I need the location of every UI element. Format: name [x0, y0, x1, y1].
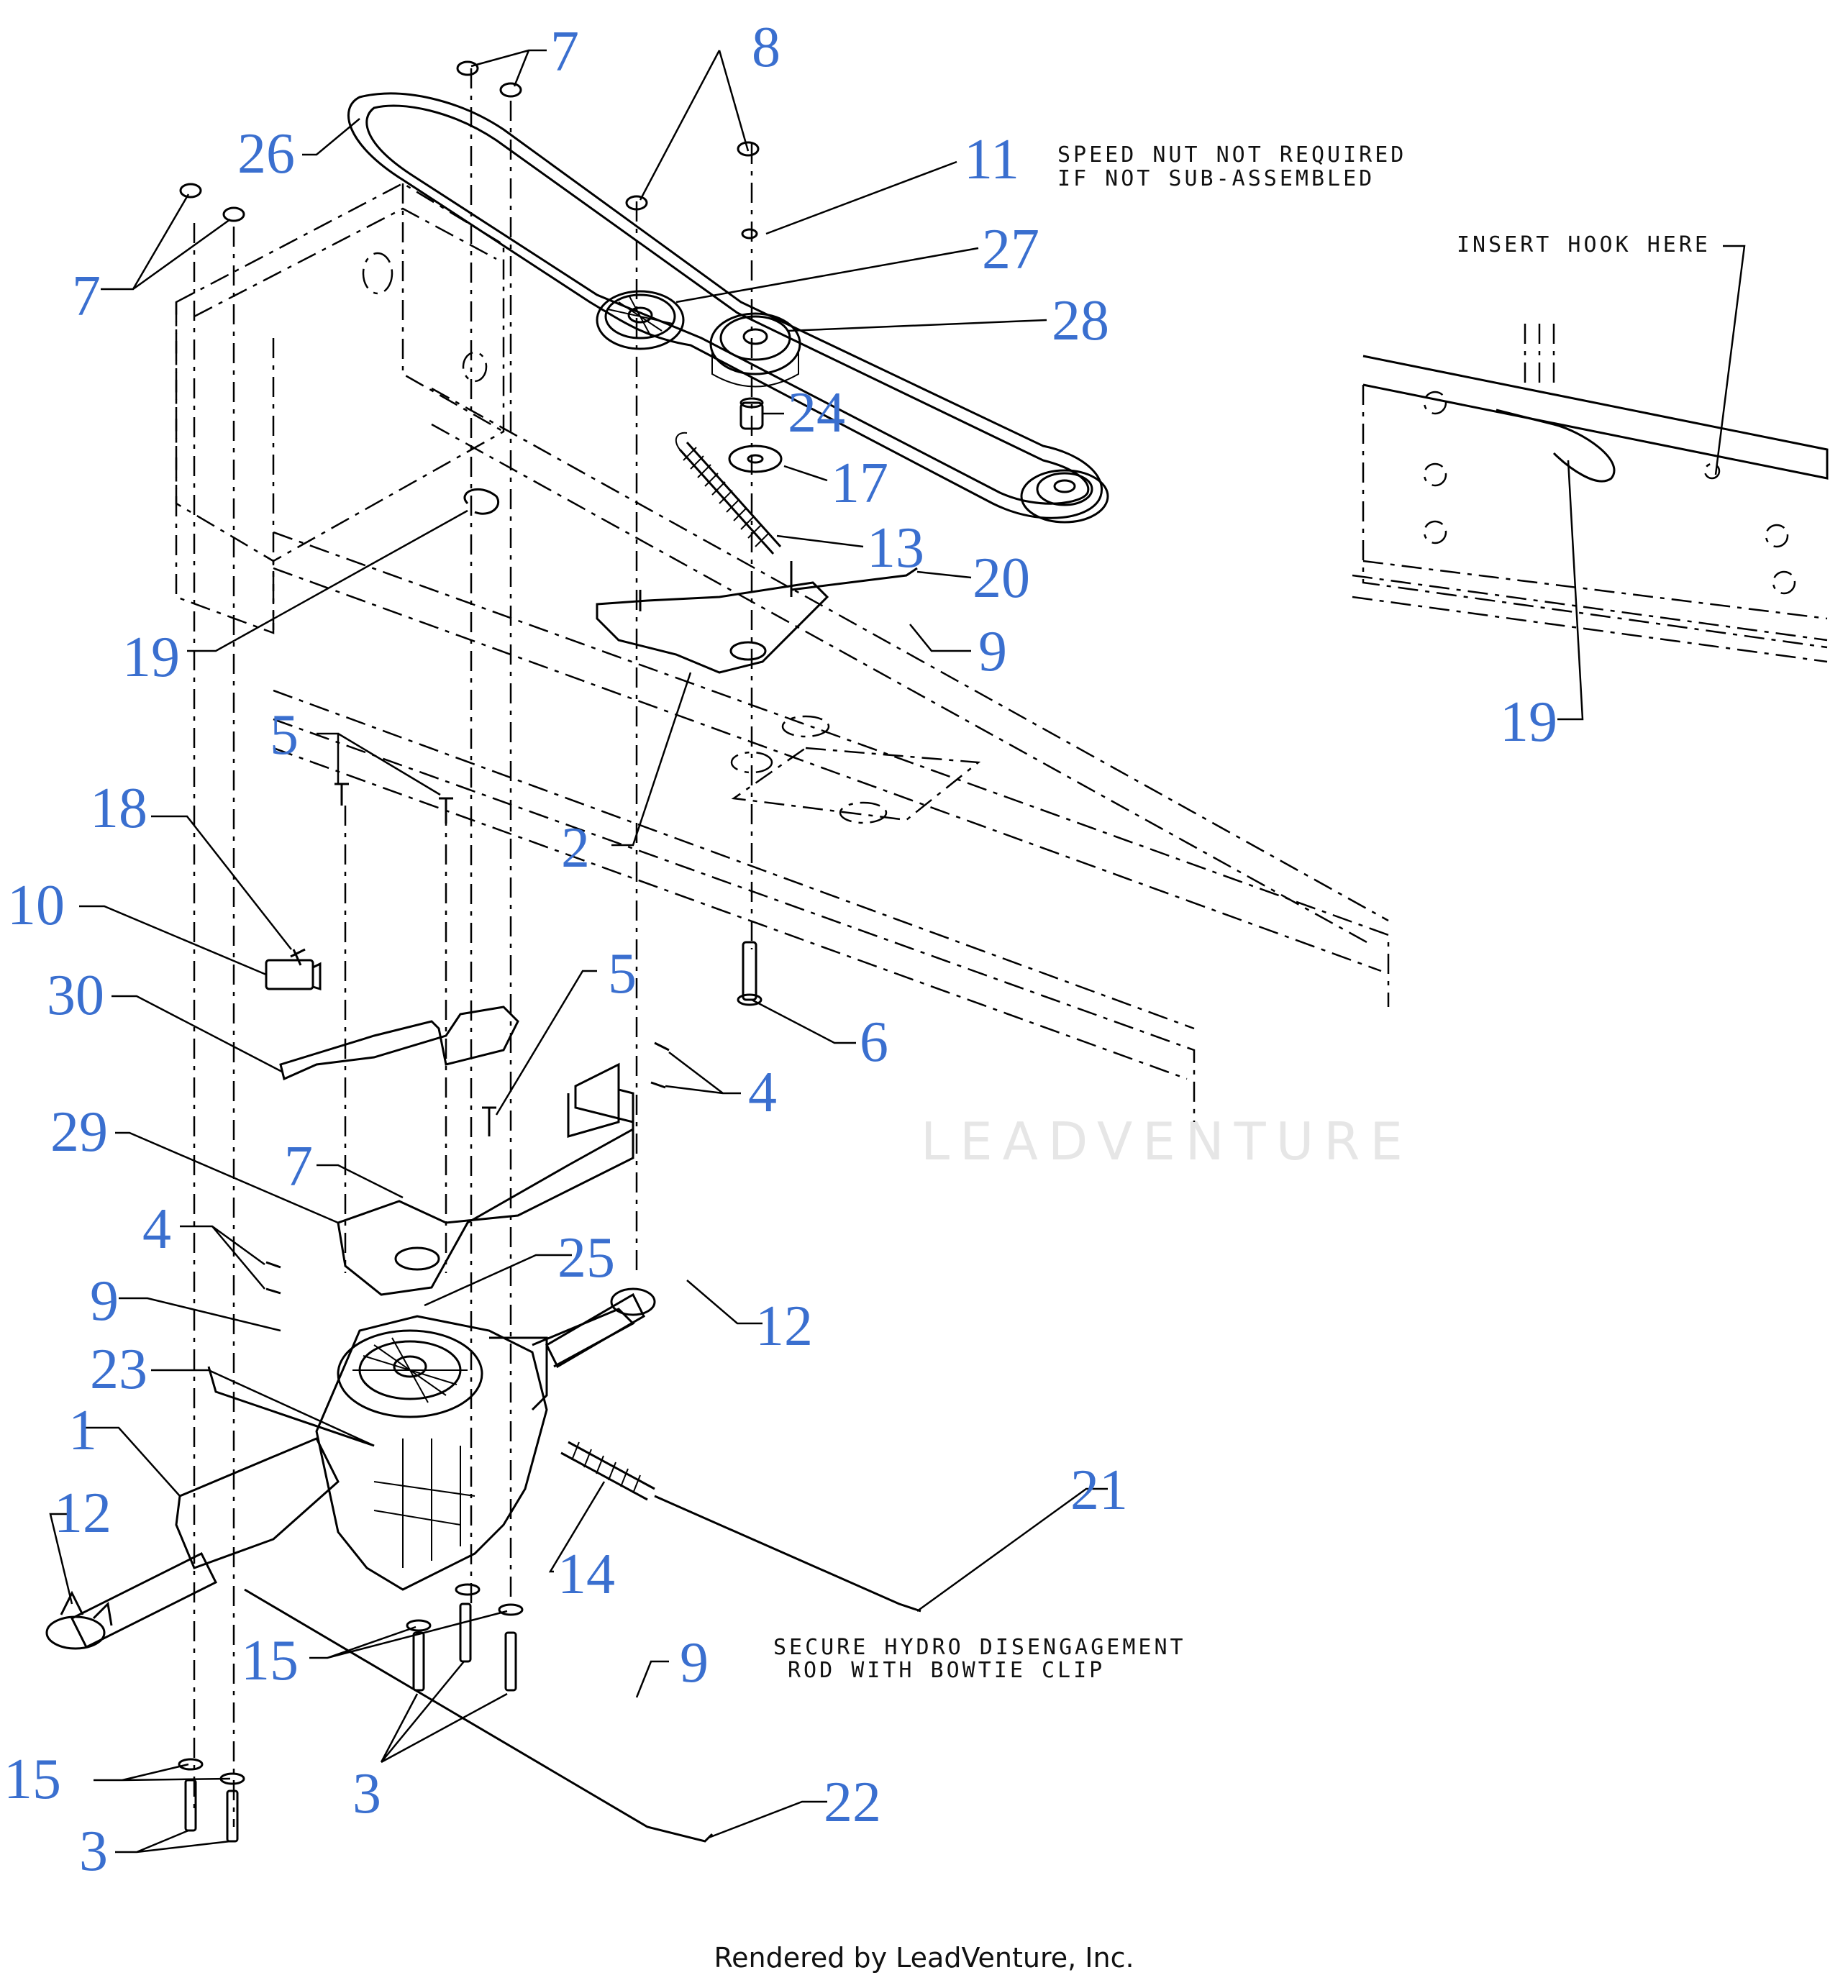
callout-6: 6: [860, 1011, 888, 1074]
footer-credit: Rendered by LeadVenture, Inc.: [714, 1942, 1134, 1974]
callout-29: 29: [50, 1100, 108, 1164]
callout-22: 22: [824, 1771, 881, 1834]
callout-15-left: 15: [4, 1748, 61, 1811]
callout-13: 13: [867, 516, 924, 580]
callout-12-right: 12: [755, 1295, 813, 1358]
inset-detail: [1352, 324, 1829, 663]
callout-4-right: 4: [748, 1061, 777, 1124]
callout-30: 30: [47, 964, 104, 1027]
callout-15-mid: 15: [241, 1629, 299, 1692]
drive-belt: [347, 92, 1103, 519]
bypass-rod: [244, 1588, 714, 1843]
transmission-bracket: [337, 1062, 634, 1296]
bolt-group-4: [265, 1041, 670, 1295]
frame-assembly: [273, 387, 1390, 1122]
switch: [265, 959, 322, 991]
right-axle: [545, 1292, 645, 1369]
note-insert-hook: INSERT HOOK HERE: [1457, 232, 1711, 257]
clevis-pin: [737, 941, 763, 1006]
callout-7-top: 7: [550, 20, 579, 83]
callout-4-left: 4: [142, 1198, 171, 1261]
idler-rod: [791, 567, 918, 591]
hex-nut-group: [179, 60, 760, 240]
callout-25: 25: [557, 1226, 615, 1290]
watermark-text: LEADVENTURE: [921, 1111, 1413, 1172]
return-spring: [560, 1441, 655, 1501]
callout-23: 23: [90, 1338, 147, 1401]
callout-3-left: 3: [79, 1820, 108, 1883]
transaxle: [175, 1287, 656, 1591]
callout-5-lower: 5: [608, 942, 637, 1006]
bolt-group: [334, 783, 496, 1136]
callout-5-upper: 5: [270, 703, 299, 767]
callout-2: 2: [561, 816, 590, 880]
callout-28: 28: [1052, 289, 1109, 352]
linkage-rod: [207, 1366, 375, 1447]
note-speed-nut-2: IF NOT SUB-ASSEMBLED: [1057, 166, 1375, 191]
disengagement-rod: [654, 1495, 921, 1613]
note-hydro-1: SECURE HYDRO DISENGAGEMENT: [773, 1635, 1186, 1660]
v-idler-pulley: [709, 312, 801, 388]
note-hydro-2: ROD WITH BOWTIE CLIP: [788, 1658, 1105, 1683]
hook-bracket: [463, 488, 500, 515]
callout-19: 19: [122, 626, 180, 689]
callout-18: 18: [90, 777, 147, 840]
callout-numbers: 7 8 11 27 28 26 7 24 17 13 20 9 19 2 5 1…: [4, 16, 1557, 1883]
idler-bracket: [596, 561, 829, 674]
callout-19-inset: 19: [1500, 690, 1557, 754]
callout-26: 26: [237, 122, 295, 186]
callout-11: 11: [964, 128, 1019, 191]
left-axle: [45, 1551, 218, 1650]
callout-20: 20: [973, 547, 1030, 610]
callout-24: 24: [788, 381, 845, 444]
mount-bolts: [178, 1583, 524, 1843]
idler-spring: [675, 432, 782, 555]
callout-7-mid: 7: [284, 1135, 313, 1198]
callout-1: 1: [68, 1399, 97, 1462]
switch-bracket: [279, 1006, 519, 1081]
notes: SPEED NUT NOT REQUIRED IF NOT SUB-ASSEMB…: [773, 142, 1711, 1683]
callout-9-mid: 9: [90, 1269, 119, 1333]
callout-9-bottom: 9: [680, 1631, 709, 1695]
engine-pulley: [1020, 469, 1109, 524]
flat-idler-pulley: [596, 290, 685, 350]
flat-washer: [728, 444, 783, 473]
callout-27: 27: [982, 218, 1039, 281]
rear-frame-panel: [175, 182, 505, 634]
callout-8: 8: [752, 16, 780, 79]
callout-12-left: 12: [54, 1482, 111, 1545]
callout-21: 21: [1070, 1459, 1128, 1522]
callout-7-left: 7: [72, 265, 101, 328]
pin-18: [290, 948, 306, 966]
callout-3-mid: 3: [352, 1762, 381, 1825]
note-speed-nut-1: SPEED NUT NOT REQUIRED: [1057, 142, 1406, 168]
callout-9-top: 9: [978, 620, 1007, 683]
callout-10: 10: [7, 874, 65, 937]
callout-17: 17: [831, 452, 888, 515]
leader-lines: [49, 49, 1746, 1854]
alignment-lines: [193, 68, 753, 1827]
callout-14: 14: [557, 1543, 615, 1606]
